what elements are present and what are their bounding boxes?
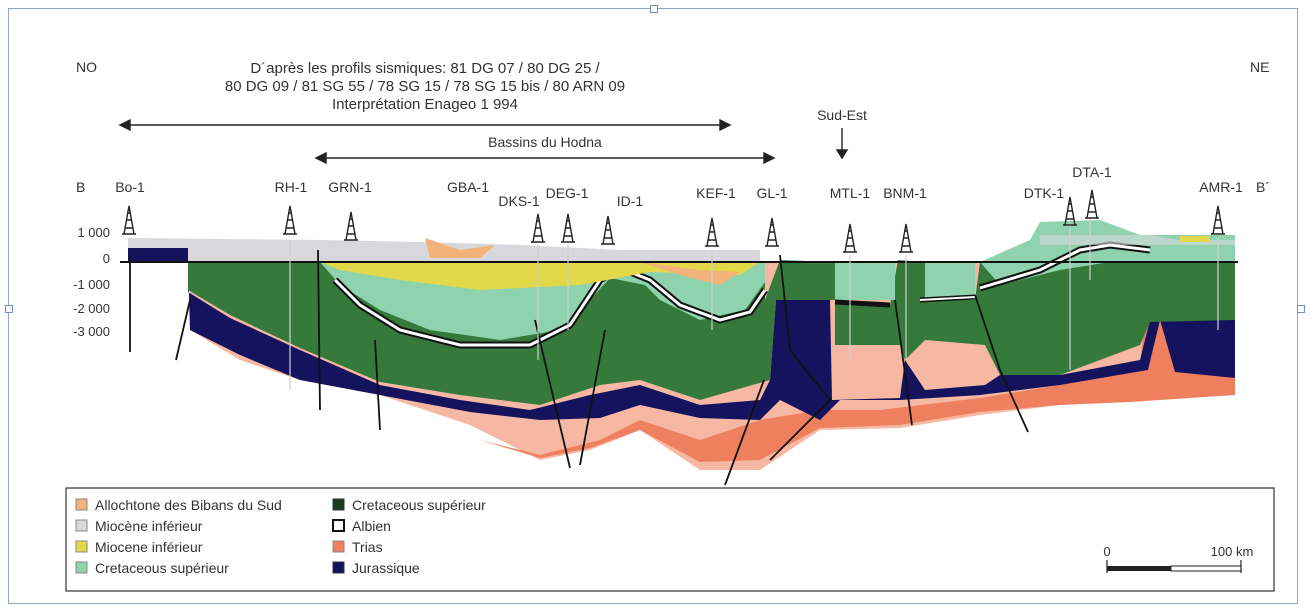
derrick-dta-1 [1085,189,1099,219]
well-label-mtl-1: MTL-1 [830,185,871,201]
depth-tick-minus2000: -2 000 [73,301,110,316]
well-label-kef-1: KEF-1 [696,185,736,201]
direction-label: Sud-Est [817,107,867,123]
section-end-label: B´ [1256,179,1270,195]
legend-label: Albien [352,518,391,534]
legend-item-allochtone: Allochtone des Bibans du Sud [75,497,282,513]
geologic-cross-section [120,218,1238,486]
well-label-dks-1: DKS-1 [498,193,539,209]
legend-label: Miocene inférieur [95,539,203,555]
depth-tick-minus1000: -1 000 [73,277,110,292]
legend-label: Allochtone des Bibans du Sud [95,497,282,513]
legend-label: Miocène inférieur [95,518,203,534]
derrick-kef-1 [705,217,719,247]
corner-label-left: NO [76,59,97,75]
well-label-grn-1: GRN-1 [328,179,372,195]
resize-handle-top[interactable] [650,5,658,13]
well-label-amr-1: AMR-1 [1199,179,1243,195]
scale-end-label: 100 km [1211,544,1254,559]
derrick-rh-1 [283,205,297,235]
scale-start-label: 0 [1103,544,1110,559]
derrick-bo-1 [122,205,136,235]
derrick-id-1 [601,215,615,245]
source-line-2: 80 DG 09 / 81 SG 55 / 78 SG 15 / 78 SG 1… [225,78,625,95]
legend-label: Jurassique [352,560,420,576]
well-derricks [122,189,1225,253]
derrick-dks-1 [531,213,545,243]
well-label-bnm-1: BNM-1 [883,185,927,201]
depth-tick-minus3000: -3 000 [73,324,110,339]
source-line-1: D´après les profils sismiques: 81 DG 07 … [250,60,600,77]
resize-handle-left[interactable] [5,305,13,313]
legend-item-jurassique: Jurassique [332,560,420,576]
legend-item-miocene-yellow: Miocene inférieur [75,539,203,555]
legend-item-albien: Albien [332,518,391,534]
legend-item-cretaceous-dark: Cretaceous supérieur [332,497,486,513]
legend-label: Cretaceous supérieur [352,497,486,513]
legend-label: Cretaceous supérieur [95,560,229,576]
basin-label: Bassins du Hodna [488,134,602,150]
corner-label-right: NE [1250,59,1269,75]
legend-item-cretaceous-light: Cretaceous supérieur [75,560,229,576]
derrick-deg-1 [561,213,575,243]
section-extent-arrow [118,118,732,132]
well-label-bo-1: Bo-1 [115,179,145,195]
legend-item-trias: Trias [332,539,383,555]
resize-handle-right[interactable] [1297,305,1305,313]
derrick-dtk-1 [1063,196,1077,226]
well-label-dta-1: DTA-1 [1072,164,1112,180]
derrick-amr-1 [1211,205,1225,235]
section-start-label: B [76,179,85,195]
derrick-grn-1 [344,211,358,241]
legend-box [65,487,1275,592]
direction-arrow [835,128,849,160]
well-label-deg-1: DEG-1 [546,185,589,201]
derrick-mtl-1 [843,223,857,253]
scale-bar: 0 100 km [1103,544,1253,573]
legend-label: Trias [352,539,383,555]
well-label-rh-1: RH-1 [275,179,308,195]
basin-extent-arrow [314,151,776,165]
well-label-id-1: ID-1 [617,193,644,209]
depth-tick-0: 0 [103,251,110,266]
depth-tick-1000: 1 000 [77,225,110,240]
well-label-gl-1: GL-1 [756,185,787,201]
derrick-gl-1 [765,217,779,247]
legend-item-miocene-grey: Miocène inférieur [75,518,203,534]
well-label-dtk-1: DTK-1 [1024,185,1065,201]
source-line-3: Interprétation Enageo 1 994 [332,96,518,113]
derrick-bnm-1 [899,223,913,253]
well-label-gba-1: GBA-1 [447,179,489,195]
